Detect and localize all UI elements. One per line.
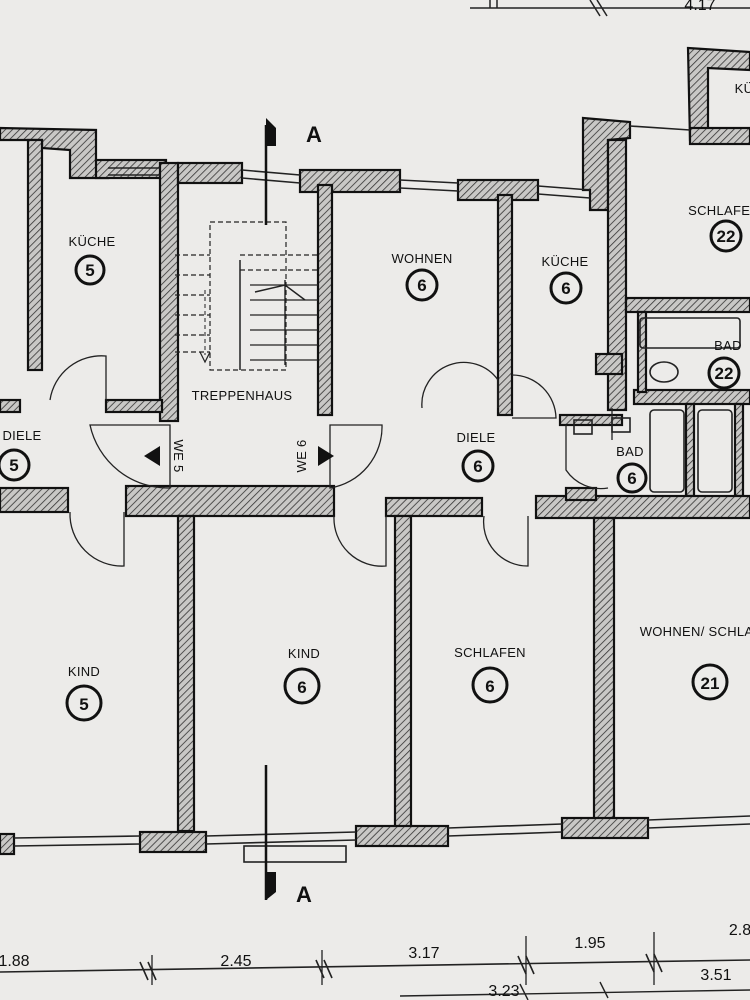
room-label: DIELE xyxy=(2,428,41,443)
room-kueche-topright: KÜ xyxy=(735,81,750,96)
room-wohnen-schlafen: WOHNEN/ SCHLAFEN 21 xyxy=(640,624,750,701)
stair-label-left: WE 5 xyxy=(171,440,186,473)
room-label: KIND xyxy=(288,646,320,661)
room-schlafen-mid: SCHLAFEN 6 xyxy=(454,645,526,704)
room-label: WOHNEN xyxy=(391,251,452,266)
arrow-right-icon xyxy=(318,446,334,466)
dimension-value: 3.23 xyxy=(488,983,519,1000)
dimension-value: 1.95 xyxy=(574,935,605,952)
room-bad-right: BAD 22 xyxy=(707,338,742,390)
room-kueche-left: KÜCHE 5 xyxy=(68,234,115,286)
room-label: SCHLAFEN xyxy=(688,203,750,218)
room-number: 6 xyxy=(417,276,426,295)
room-number: 6 xyxy=(627,469,636,488)
stair-arrows: WE 5 WE 6 xyxy=(144,440,334,473)
room-number: 21 xyxy=(701,674,720,693)
bathtub-icon xyxy=(639,317,741,349)
room-label: TREPPENHAUS xyxy=(192,388,293,403)
room-wohnen-mid: WOHNEN 6 xyxy=(391,251,452,302)
room-number: 22 xyxy=(715,364,734,383)
walls xyxy=(0,46,750,856)
room-number: 6 xyxy=(473,457,482,476)
doors xyxy=(49,355,613,567)
room-number: 5 xyxy=(9,456,18,475)
room-treppenhaus: TREPPENHAUS xyxy=(192,388,293,403)
room-label: KÜCHE xyxy=(541,254,588,269)
room-number: 5 xyxy=(79,695,88,714)
room-number: 22 xyxy=(717,227,736,246)
room-kind-mid: KIND 6 xyxy=(283,646,321,705)
section-marker-top: A xyxy=(264,118,322,225)
room-label: KÜCHE xyxy=(68,234,115,249)
toilet-icon xyxy=(573,419,593,435)
section-label-top: A xyxy=(306,122,322,147)
toilet-icon xyxy=(649,361,679,383)
dimension-line-2: 3.23 3.51 xyxy=(399,967,750,1000)
room-label: DIELE xyxy=(456,430,495,445)
staircase xyxy=(175,221,318,371)
windows xyxy=(13,125,750,863)
stair-label-right: WE 6 xyxy=(294,440,309,473)
room-label: BAD xyxy=(714,338,742,353)
dimension-top: 4.17 xyxy=(684,0,715,14)
room-bad-mid: BAD 6 xyxy=(616,444,648,494)
section-label-bottom: A xyxy=(296,882,312,907)
dimension-value: 3.51 xyxy=(700,967,731,984)
dimension-value: 2.8 xyxy=(729,922,750,939)
room-number: 6 xyxy=(561,279,570,298)
bathtub-icon xyxy=(649,409,685,493)
room-label: KÜ xyxy=(735,81,750,96)
arrow-left-icon xyxy=(144,446,160,466)
room-diele-mid: DIELE 6 xyxy=(456,430,495,483)
bathtub-icon xyxy=(697,409,733,493)
room-schlafen-right: SCHLAFEN 22 xyxy=(688,203,750,253)
sink-icon xyxy=(611,417,631,433)
top-dimension-line: 4.17 xyxy=(470,0,750,17)
room-number: 6 xyxy=(485,677,494,696)
bath-fixtures xyxy=(573,317,741,493)
room-label: KIND xyxy=(68,664,100,679)
dimension-line-1: 1.88 2.45 3.17 1.95 2.8 xyxy=(0,922,750,985)
room-label: SCHLAFEN xyxy=(454,645,526,660)
room-kueche-mid: KÜCHE 6 xyxy=(541,254,588,305)
room-diele-left: DIELE 5 xyxy=(0,428,41,482)
room-number: 5 xyxy=(85,261,94,280)
room-number: 6 xyxy=(297,678,306,697)
room-kind-left: KIND 5 xyxy=(65,664,103,722)
room-label: WOHNEN/ SCHLAFEN xyxy=(640,624,750,639)
wall-left-vertical xyxy=(26,138,44,372)
section-marker-bottom: A xyxy=(264,765,312,907)
room-label: BAD xyxy=(616,444,644,459)
dimension-value: 3.17 xyxy=(408,945,439,962)
dimension-value: 1.88 xyxy=(0,953,30,970)
dimension-value: 2.45 xyxy=(220,953,251,970)
